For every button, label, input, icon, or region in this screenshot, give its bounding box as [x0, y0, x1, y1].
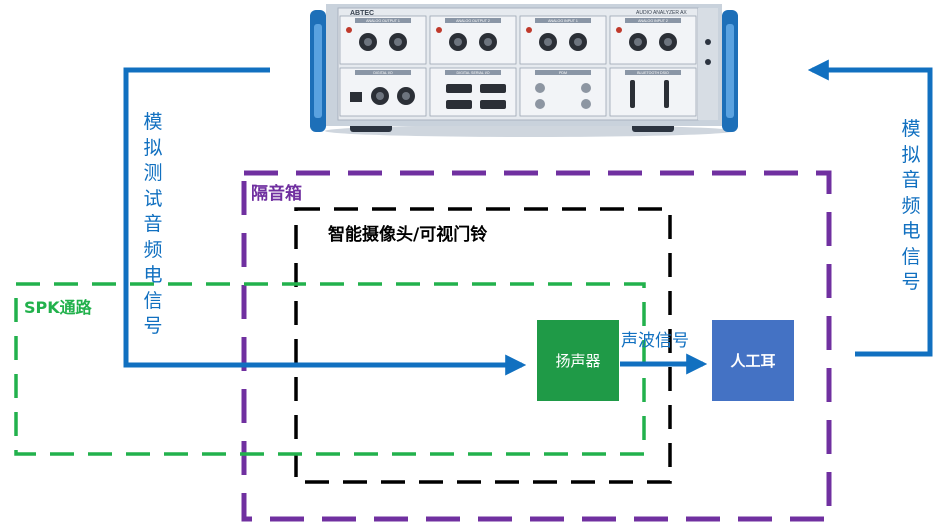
vertical-char: 号: [143, 315, 163, 337]
chamber-label: 隔音箱: [251, 184, 302, 204]
sound-chamber-border: [241, 170, 832, 522]
vertical-char: 号: [901, 271, 921, 293]
device-panel-label: ANALOG INPUT 2: [638, 19, 668, 23]
vertical-char: 音: [143, 213, 163, 235]
device-panel-label: ANALOG OUTPUT 1: [366, 19, 400, 23]
dut-label: 智能摄像头/可视门铃: [328, 225, 488, 245]
vertical-char: 信: [143, 289, 163, 312]
right-signal-label: 模拟音频电信号: [899, 117, 923, 296]
device-brand-text: ABTEC: [350, 10, 374, 17]
vertical-char: 电: [143, 264, 163, 286]
device-panel-label: ANALOG INPUT 1: [548, 19, 578, 23]
artificial-ear-label: 人工耳: [730, 352, 776, 370]
artificial-ear-box: [712, 320, 794, 401]
right-signal-arrow: [807, 59, 933, 357]
spk-path-border: [14, 282, 646, 456]
vertical-char: 信: [901, 245, 921, 268]
vertical-char: 模: [901, 118, 921, 140]
left-signal-label: 模拟测试音频电信号: [141, 110, 165, 340]
speaker-label: 扬声器: [555, 352, 601, 370]
device-model-text: AUDIO ANALYZER AX: [636, 10, 687, 16]
vertical-char: 拟: [901, 143, 921, 166]
device-panel-label: PDM: [559, 71, 567, 75]
device-panel-label: DIGITAL I/O: [373, 71, 393, 75]
device-top-modules: [339, 15, 697, 65]
audio-analyzer-device: ABTEC AUDIO ANALYZER AX: [310, 4, 738, 137]
device-handle-right: [722, 10, 738, 132]
device-panel-label: DIGITAL SERIAL I/O: [456, 71, 489, 75]
vertical-char: 频: [901, 194, 921, 217]
speaker-box: [537, 320, 619, 401]
vertical-char: 拟: [143, 136, 163, 159]
vertical-char: 频: [143, 238, 163, 261]
device-panel-label: BLUETOOTH DSIO: [637, 71, 669, 75]
vertical-char: 测: [143, 162, 163, 184]
spk-path-label: SPK通路: [24, 298, 92, 317]
dut-border: [294, 207, 672, 484]
device-panel-label: ANALOG OUTPUT 2: [456, 19, 490, 23]
vertical-char: 电: [901, 220, 921, 242]
left-signal-arrow: [123, 67, 527, 376]
status-led-icon: [705, 59, 711, 65]
vertical-char: 音: [901, 169, 921, 191]
vertical-char: 试: [143, 187, 163, 210]
device-bottom-modules: [339, 67, 697, 117]
power-led-icon: [705, 39, 711, 45]
vertical-char: 模: [143, 111, 163, 133]
device-handle-left: [310, 10, 326, 132]
sound-wave-label: 声波信号: [621, 331, 689, 351]
